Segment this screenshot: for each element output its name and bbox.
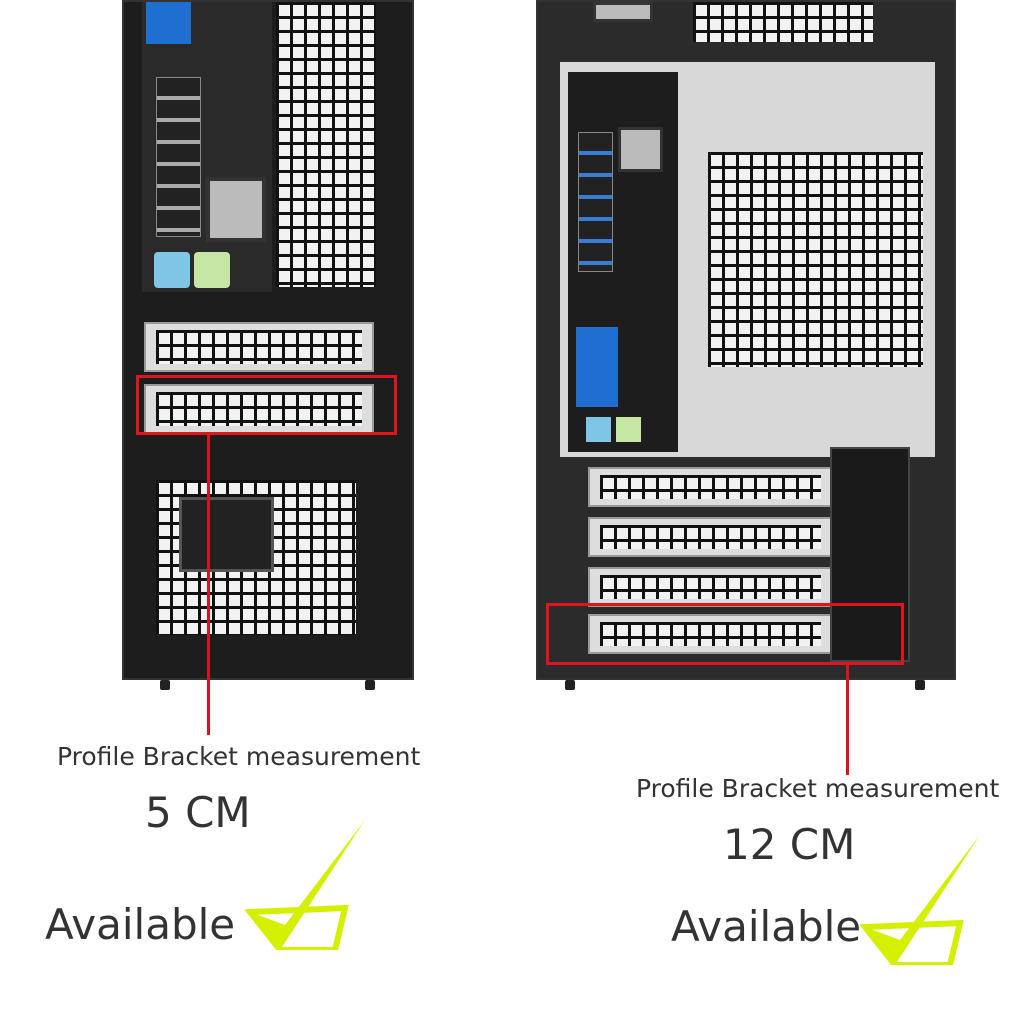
bracket-highlight-right — [546, 603, 904, 665]
bracket-highlight-left — [136, 375, 397, 435]
size-left: 5 CM — [145, 788, 251, 837]
foot — [160, 680, 170, 690]
checkmark-icon — [860, 835, 980, 965]
usb-ports — [156, 77, 201, 237]
expansion-slot-2 — [588, 517, 833, 557]
foot — [915, 680, 925, 690]
vga-port — [146, 2, 191, 44]
expansion-slot-4 — [588, 614, 833, 654]
size-right: 12 CM — [723, 820, 856, 869]
expansion-slot-1 — [144, 322, 374, 372]
expansion-slot-3 — [588, 567, 833, 607]
slot-retention-latch — [830, 447, 910, 662]
caption-right: Profile Bracket measurement — [636, 774, 1000, 803]
audio-jack-green — [194, 252, 230, 288]
sff-tower-rear — [122, 0, 414, 680]
audio-jack-blue — [154, 252, 190, 288]
ethernet-port — [206, 177, 266, 242]
caption-left: Profile Bracket measurement — [57, 742, 421, 771]
foot — [365, 680, 375, 690]
pointer-line-left — [207, 435, 210, 735]
fan-grille — [708, 152, 923, 367]
audio-jack-blue — [586, 417, 611, 442]
checkmark-icon — [245, 820, 365, 950]
status-right: Available — [671, 902, 862, 951]
audio-jack-green — [616, 417, 641, 442]
expansion-slot-1 — [588, 467, 833, 507]
expansion-slot-2 — [144, 384, 374, 434]
foot — [565, 680, 575, 690]
top-vent — [693, 2, 873, 42]
psu-connector — [593, 2, 653, 22]
ethernet-port — [618, 127, 663, 172]
status-left: Available — [45, 900, 236, 949]
mt-tower-rear — [536, 0, 956, 680]
vent-grille — [276, 2, 376, 287]
power-socket — [179, 497, 274, 572]
pointer-line-right — [846, 665, 849, 775]
usb-ports — [578, 132, 613, 272]
vga-port — [576, 327, 618, 407]
